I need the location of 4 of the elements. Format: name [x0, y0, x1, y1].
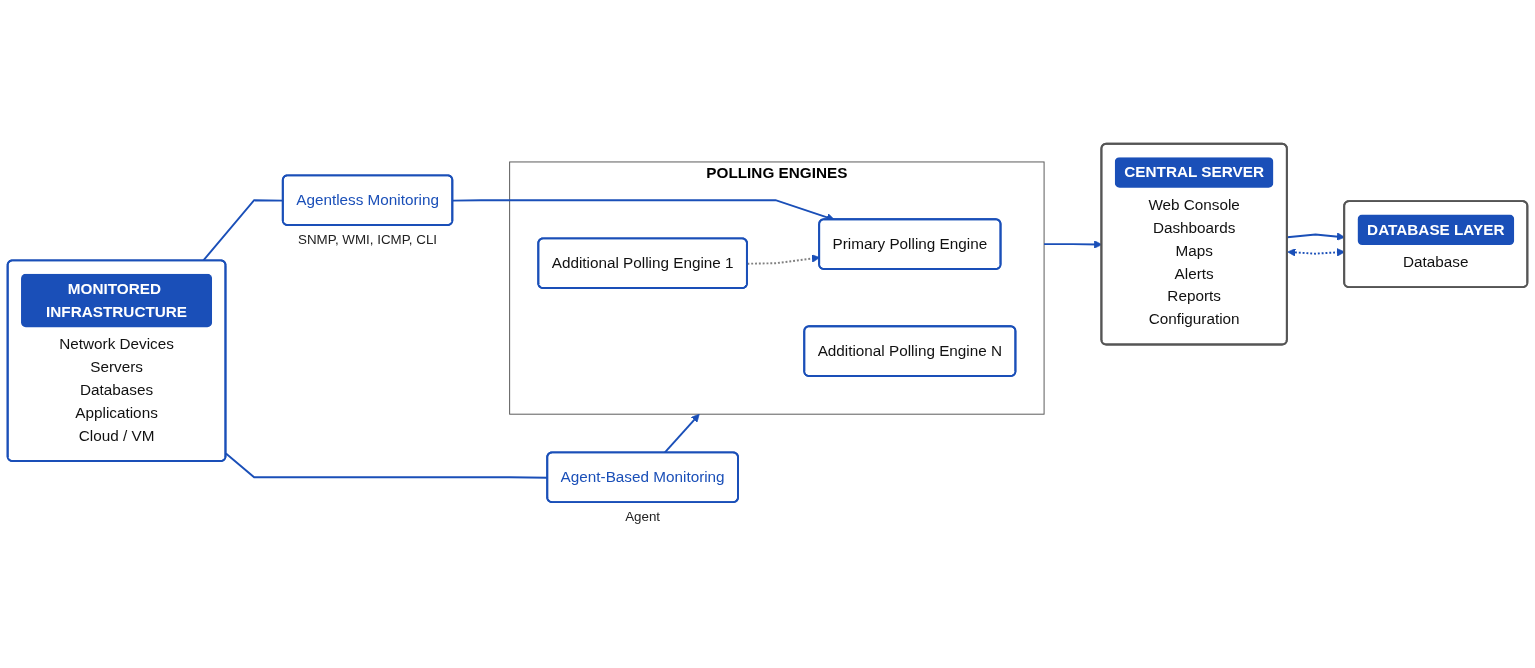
node-label: Agent [625, 509, 661, 525]
arrow [663, 413, 700, 454]
arrow [746, 254, 820, 265]
node-label: SNMP, WMI, ICMP, CLI [298, 232, 438, 248]
